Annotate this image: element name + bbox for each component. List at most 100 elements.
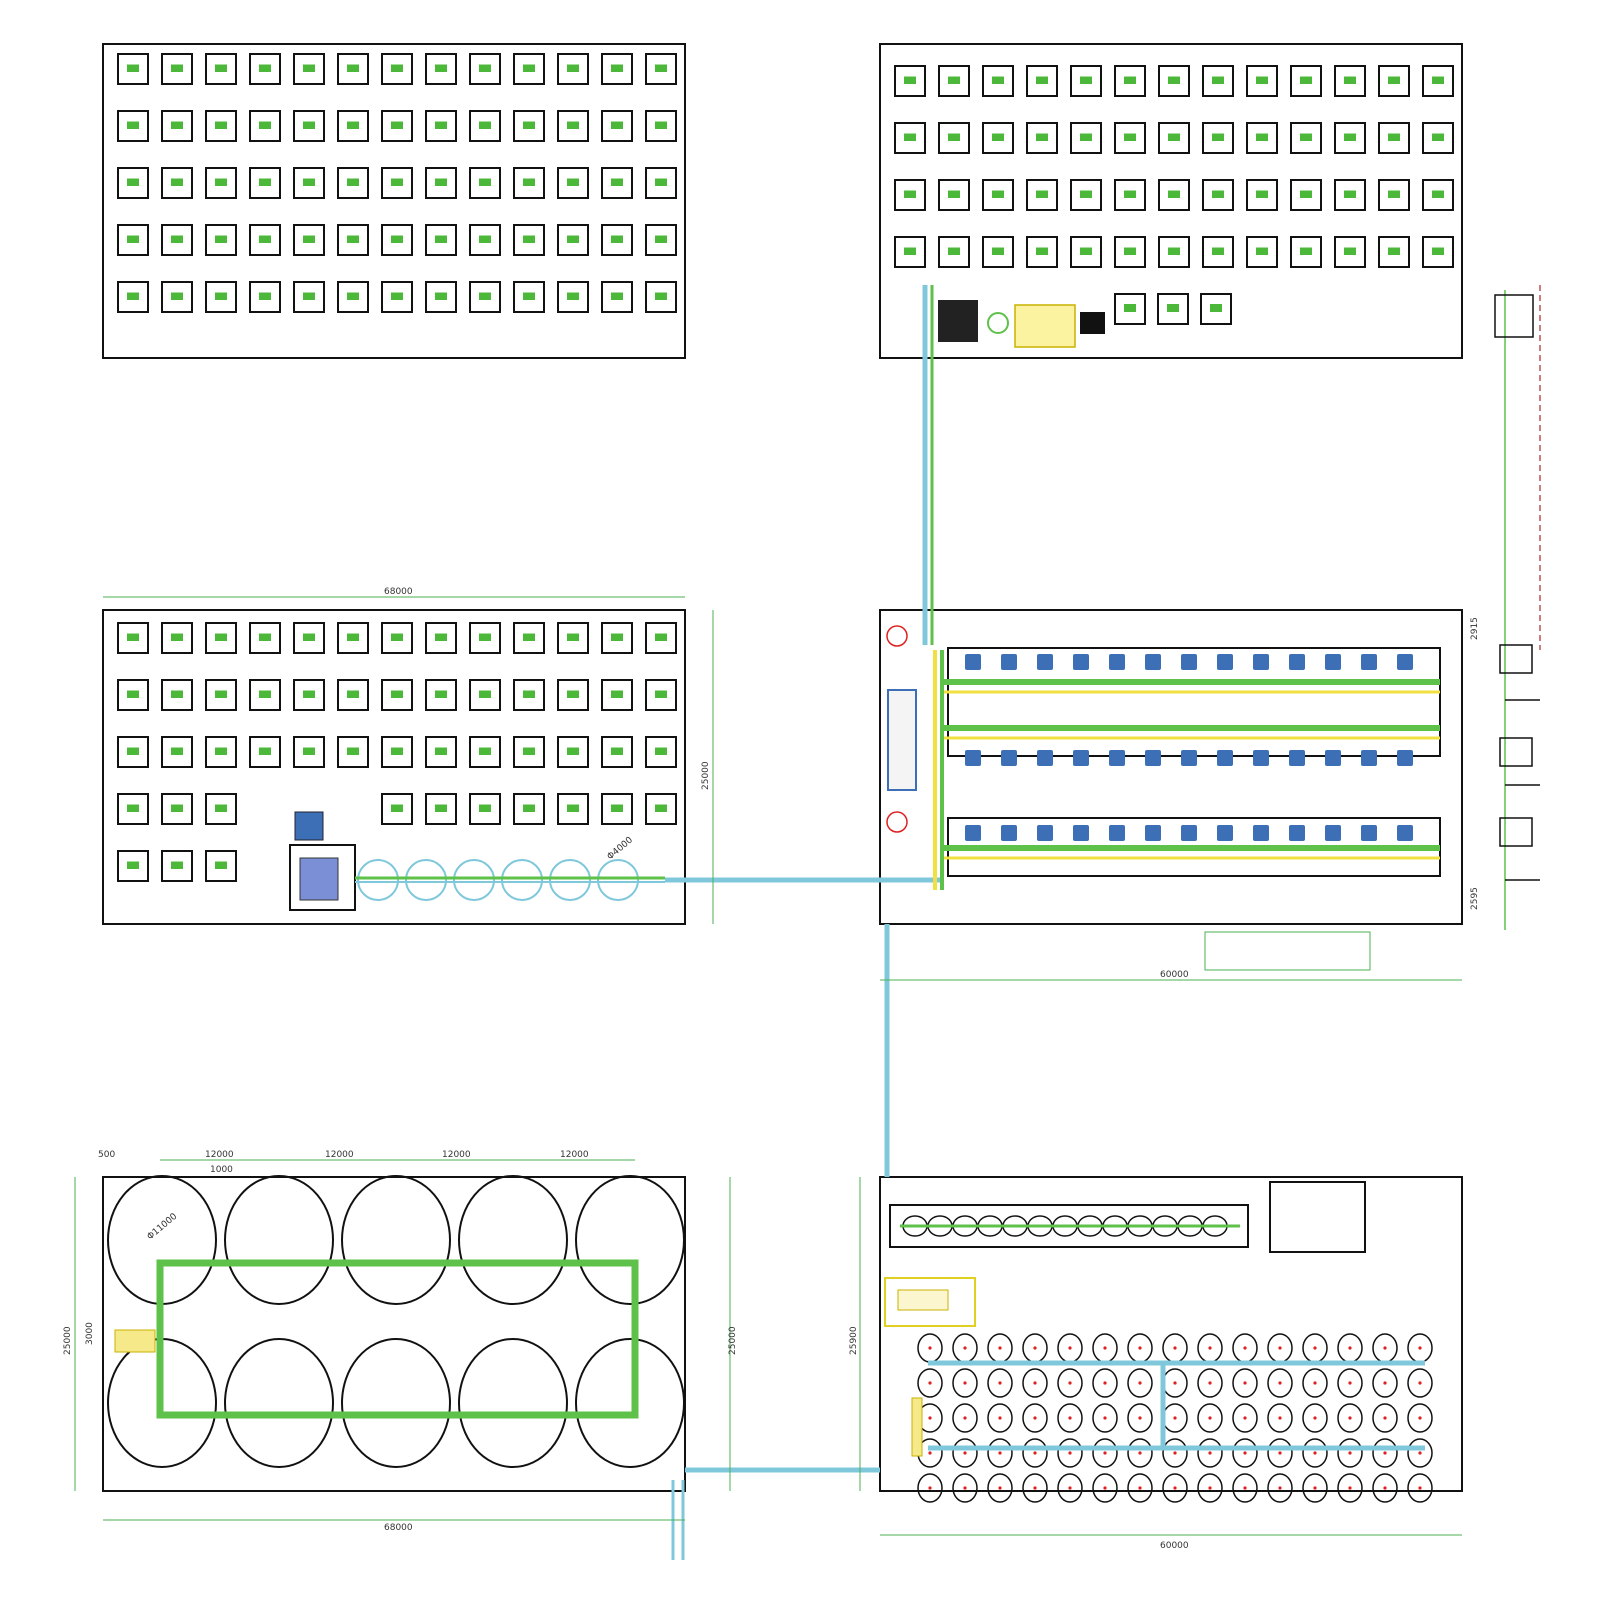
cell-mark: [347, 178, 359, 186]
storage-cell: [161, 736, 193, 768]
storage-cell: [249, 679, 281, 711]
tank-marker: [1348, 1346, 1352, 1350]
storage-cell: [645, 622, 677, 654]
cell-mark: [523, 178, 535, 186]
dimension-lines: [74, 596, 1462, 1536]
tank-marker: [1103, 1451, 1107, 1455]
storage-cell: [469, 167, 501, 199]
cell-mark: [567, 235, 579, 243]
small-tank: [1267, 1438, 1293, 1468]
cell-mark: [567, 292, 579, 300]
cell-mark: [1212, 76, 1224, 84]
large-tank: [341, 1338, 451, 1468]
cell-mark: [611, 64, 623, 72]
storage-cell: [1070, 122, 1102, 154]
tank-marker: [928, 1451, 932, 1455]
storage-cell: [249, 281, 281, 313]
storage-cell: [205, 793, 237, 825]
small-tank: [1127, 1473, 1153, 1503]
storage-cell: [469, 224, 501, 256]
storage-cell: [894, 122, 926, 154]
storage-cell: [117, 53, 149, 85]
storage-cell: [1334, 236, 1366, 268]
process-unit: [1253, 825, 1269, 841]
storage-cell: [425, 224, 457, 256]
large-tank: [458, 1338, 568, 1468]
aeration-circle: [501, 859, 543, 901]
storage-cell: [557, 224, 589, 256]
process-unit: [1073, 750, 1089, 766]
panel-mid-right: [879, 609, 1463, 925]
storage-cell: [381, 224, 413, 256]
cell-mark: [347, 292, 359, 300]
aeration-circle: [405, 859, 447, 901]
small-tank: [1022, 1368, 1048, 1398]
tank-marker: [963, 1451, 967, 1455]
storage-cell: [1157, 293, 1189, 325]
dim-25000-left: 25000: [63, 1326, 73, 1355]
tank-marker: [1138, 1416, 1142, 1420]
cell-mark: [171, 178, 183, 186]
storage-cell: [601, 736, 633, 768]
process-unit: [1109, 750, 1125, 766]
storage-cell: [117, 850, 149, 882]
storage-cell: [381, 793, 413, 825]
tank-marker: [1383, 1381, 1387, 1385]
storage-cell: [1378, 179, 1410, 211]
small-tank: [952, 1438, 978, 1468]
storage-cell: [337, 53, 369, 85]
tank-marker: [1383, 1346, 1387, 1350]
storage-cell: [161, 622, 193, 654]
small-tank: [1127, 1438, 1153, 1468]
storage-cell: [557, 53, 589, 85]
cell-mark: [1036, 76, 1048, 84]
small-tank: [1267, 1368, 1293, 1398]
cell-mark: [435, 292, 447, 300]
storage-cell: [161, 167, 193, 199]
storage-cell: [513, 224, 545, 256]
dim-1000: 1000: [210, 1165, 233, 1175]
cell-mark: [904, 190, 916, 198]
storage-cell: [205, 850, 237, 882]
cell-mark: [347, 121, 359, 129]
large-tank: [224, 1338, 334, 1468]
mid-left-equipment: [289, 811, 665, 911]
small-tank: [1267, 1403, 1293, 1433]
tank-marker: [1138, 1381, 1142, 1385]
tank-marker: [1383, 1451, 1387, 1455]
cell-mark: [567, 121, 579, 129]
cell-mark: [435, 64, 447, 72]
dim-12000-1: 12000: [205, 1150, 234, 1160]
storage-cell: [205, 110, 237, 142]
reactor-strip: [889, 1204, 1249, 1248]
cell-mark: [611, 121, 623, 129]
storage-cell: [293, 110, 325, 142]
storage-cell: [1378, 65, 1410, 97]
large-tank: [458, 1175, 568, 1305]
cell-mark: [259, 633, 271, 641]
cell-mark: [1256, 76, 1268, 84]
cell-mark: [127, 804, 139, 812]
cell-mark: [655, 804, 667, 812]
cell-mark: [259, 235, 271, 243]
storage-cell: [381, 679, 413, 711]
storage-cell: [645, 793, 677, 825]
storage-cell: [249, 110, 281, 142]
cell-mark: [259, 690, 271, 698]
cell-mark: [1212, 133, 1224, 141]
storage-cell: [249, 736, 281, 768]
cell-mark: [611, 633, 623, 641]
process-unit: [1217, 825, 1233, 841]
small-tank: [1057, 1368, 1083, 1398]
tank-marker: [1033, 1381, 1037, 1385]
cell-mark: [523, 235, 535, 243]
tank-marker: [998, 1381, 1002, 1385]
storage-cell: [894, 236, 926, 268]
storage-cell: [938, 236, 970, 268]
control-box-yellow: [1014, 304, 1076, 348]
cell-mark: [1300, 133, 1312, 141]
storage-cell: [557, 281, 589, 313]
storage-grid-mid-left: [117, 622, 677, 882]
cell-mark: [523, 804, 535, 812]
cell-mark: [215, 747, 227, 755]
